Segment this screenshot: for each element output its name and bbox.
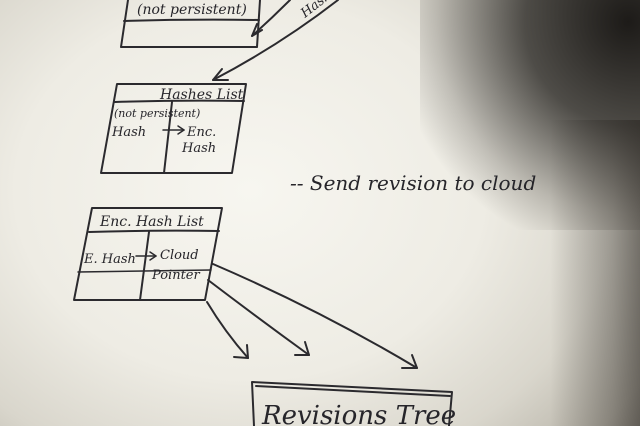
top-arrow-head [251,23,263,37]
revisions-tree-outline [251,381,453,426]
hashes-list-arrow-head [212,68,229,81]
enc-hash-list-right-cell-1: Cloud [160,248,199,263]
enc-hash-list-row-divider [77,269,212,273]
hashes-list-box: Hashes List (not persistent) Hash Enc. H… [100,83,247,174]
pointer-arrows [206,263,418,369]
hashes-list-note: (not persistent) [114,107,200,120]
pointer-arrow-3-head [401,354,418,369]
enc-hash-list-title-divider [88,229,220,233]
hashes-list-column-divider [163,101,173,174]
revisions-tree-box: Revisions Tree [251,381,456,426]
enc-hash-list-right-cell-2: Pointer [151,268,200,283]
hashes-list-arrow [212,0,339,81]
pointer-arrow-2-line [207,279,310,356]
enc-hash-list-outline [73,207,223,301]
pointer-arrow-3-line [212,263,418,369]
enc-hash-list-left-cell: E. Hash [83,252,136,267]
hashes-list-left-cell: Hash [111,125,146,140]
photo-shadow-right-edge [550,120,640,426]
top-box-label: (not persistent) [137,2,247,18]
enc-hash-list-column-divider [139,231,150,301]
top-arrow-label: Hash [297,0,334,22]
send-revision-annotation: -- Send revision to cloud [290,171,536,195]
revisions-tree-title: Revisions Tree [261,401,456,426]
hashes-list-right-cell-1: Enc. [186,125,216,140]
hashes-list-right-cell-2: Hash [181,141,216,156]
pointer-arrow-2-head [294,341,310,356]
top-arrow-line [251,0,291,37]
pointer-arrow-1-line [206,301,249,359]
top-box-divider [123,18,260,22]
hashes-list-arrow-line [212,0,339,81]
enc-hash-list-box: Enc. Hash List E. Hash Cloud Pointer [73,207,223,301]
hashes-list-title: Hashes List [159,87,244,103]
hashes-list-outline [100,83,247,174]
revisions-tree-inner-line [255,385,451,397]
top-arrow: Hash [251,0,334,37]
enc-hash-list-inner-arrow-head [149,251,157,261]
top-box-outline [120,0,261,48]
top-box: (not persistent) [120,0,261,48]
hashes-list-title-divider [114,99,245,103]
pointer-arrow-1-head [233,344,249,359]
hashes-list-inner-arrow-head [177,125,185,135]
enc-hash-list-title: Enc. Hash List [99,214,204,230]
